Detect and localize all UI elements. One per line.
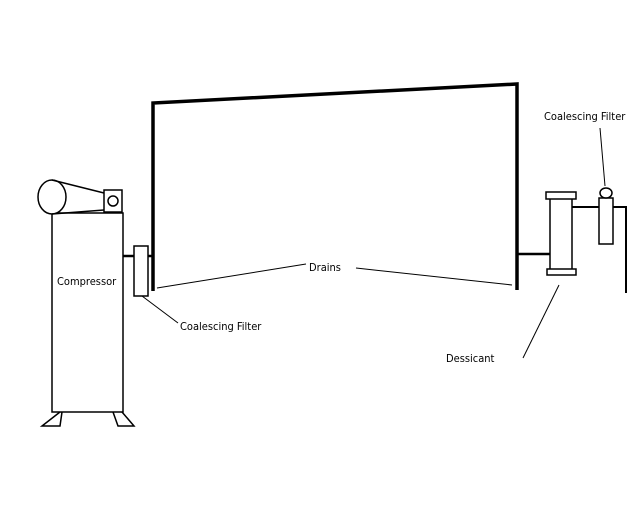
- coalescing-filter-right-cap: [599, 187, 613, 199]
- coalescing-filter-right: [598, 187, 614, 245]
- distribution-pipe-loop: [151, 82, 519, 291]
- coalescing-filter-right-body: [598, 197, 614, 245]
- compressor-label: Compressor: [57, 275, 117, 288]
- compressor-leg-left: [39, 411, 63, 427]
- dessicant-dryer: [545, 191, 577, 276]
- outlet-pipe: [613, 206, 627, 293]
- drain-line-left: [156, 263, 307, 289]
- compressor-belt-top: [51, 179, 105, 194]
- compressor-belt-bottom: [51, 209, 105, 215]
- compressor-flywheel: [37, 179, 67, 215]
- dessicant-vessel: [549, 197, 573, 271]
- drains-label: Drains: [309, 261, 341, 274]
- leader-coalescing-filter-left: [141, 295, 179, 324]
- coalescing-filter-left: [133, 245, 149, 297]
- dessicant-bottom-cap: [546, 268, 577, 276]
- dessicant-label: Dessicant: [446, 352, 495, 365]
- compressor-leg-right: [112, 411, 136, 427]
- coalescing-filter-left-label: Coalescing Filter: [180, 320, 262, 333]
- coalescing-filter-right-label: Coalescing Filter: [544, 110, 626, 123]
- compressor-pulley: [107, 195, 119, 207]
- compressor-body: [51, 212, 124, 413]
- dessicant-top-cap: [545, 191, 577, 200]
- leader-dessicant: [522, 284, 560, 359]
- compressor: [37, 179, 136, 427]
- drain-line-right: [355, 267, 513, 286]
- leader-coalescing-filter-right: [599, 127, 606, 187]
